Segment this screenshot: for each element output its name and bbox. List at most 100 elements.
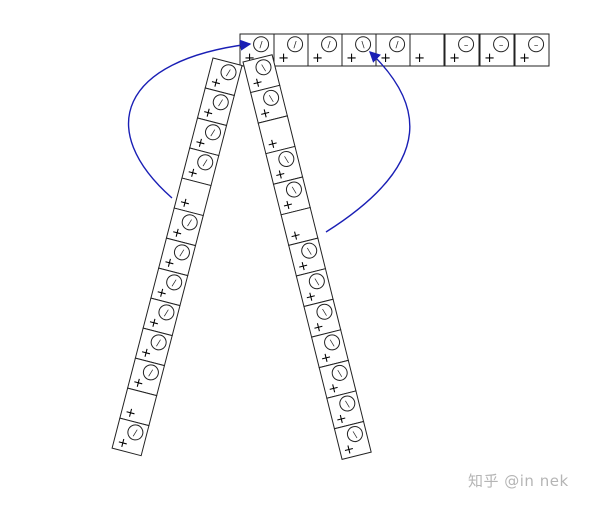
plus-sign: + xyxy=(258,105,272,122)
right_strip-cell: \+ xyxy=(318,359,357,399)
cell-marker: \ xyxy=(315,277,321,288)
cell-marker: \ xyxy=(353,430,359,441)
left_strip-cell: /+ xyxy=(158,237,197,277)
plus-sign: + xyxy=(131,375,145,392)
plus-sign: + xyxy=(251,75,265,92)
cell-circle-icon xyxy=(142,364,159,381)
plus-sign: + xyxy=(244,51,255,66)
cell-marker: / xyxy=(218,99,224,110)
cell-marker: / xyxy=(187,219,193,230)
plus-sign: + xyxy=(327,380,341,397)
top-cell-row: /+/+/+\+/++–+–+–+ xyxy=(239,33,550,67)
plus-sign: + xyxy=(449,51,460,66)
cell-marker: / xyxy=(396,41,400,51)
cell-circle-icon xyxy=(278,150,295,167)
plus-sign: + xyxy=(185,165,199,182)
plus-sign: + xyxy=(484,51,495,66)
cell-circle-icon xyxy=(346,426,363,443)
cell-circle-icon xyxy=(158,304,175,321)
cell-circle-icon xyxy=(301,242,318,259)
plus-sign: + xyxy=(273,166,287,183)
cell-marker: \ xyxy=(269,94,275,105)
right_strip-cell: \+ xyxy=(333,420,372,460)
plus-sign: + xyxy=(334,411,348,428)
left_strip-cell: /+ xyxy=(165,207,204,247)
cell-marker: \ xyxy=(307,247,313,258)
top-row-cell: –+ xyxy=(444,33,480,67)
left_strip-cell: /+ xyxy=(142,297,181,337)
top-row-cell: + xyxy=(409,33,445,67)
cell-circle-icon xyxy=(339,395,356,412)
top-row-cell: –+ xyxy=(479,33,515,67)
left-tilted-strip: /+/+/+/++/+/+/+/+/+/++/+ xyxy=(111,57,243,457)
cell-circle-icon xyxy=(205,124,222,141)
cell-circle-icon xyxy=(308,273,325,290)
cell-marker: / xyxy=(210,129,216,140)
plus-sign: + xyxy=(346,51,357,66)
plus-sign: + xyxy=(162,255,176,272)
left_strip-cell: /+ xyxy=(134,327,173,367)
left_strip-cell: /+ xyxy=(127,357,166,397)
plus-sign: + xyxy=(193,135,207,152)
cell-circle-icon xyxy=(287,36,304,53)
cell-circle-icon xyxy=(212,94,229,111)
left_strip-cell: /+ xyxy=(111,417,150,457)
plus-sign: + xyxy=(342,441,356,458)
cell-marker: – xyxy=(499,41,504,51)
right_strip-cell: \+ xyxy=(288,237,327,277)
plus-sign: + xyxy=(147,315,161,332)
cell-marker: / xyxy=(202,159,208,170)
cell-circle-icon xyxy=(253,36,270,53)
plus-sign: + xyxy=(311,319,325,336)
left_strip-cell: + xyxy=(119,387,158,427)
cell-circle-icon xyxy=(127,424,144,441)
right_strip-cell: \+ xyxy=(310,329,349,369)
plus-sign: + xyxy=(116,435,130,452)
plus-sign: + xyxy=(319,350,333,367)
plus-sign: + xyxy=(289,228,303,245)
cell-circle-icon xyxy=(166,274,183,291)
cell-circle-icon xyxy=(331,364,348,381)
cell-circle-icon xyxy=(355,36,372,53)
cell-marker: \ xyxy=(330,338,336,349)
cell-marker: / xyxy=(148,369,154,380)
plus-sign: + xyxy=(209,75,223,92)
left_strip-cell: + xyxy=(173,177,212,217)
cell-circle-icon xyxy=(321,36,338,53)
cell-circle-icon xyxy=(528,36,545,53)
cell-marker: / xyxy=(132,429,138,440)
top-row-cell: /+ xyxy=(307,33,343,67)
cell-circle-icon xyxy=(181,214,198,231)
top-row-cell: \+ xyxy=(341,33,377,67)
cell-circle-icon xyxy=(197,154,214,171)
right_strip-cell: \+ xyxy=(272,176,311,216)
cell-circle-icon xyxy=(493,36,510,53)
cell-marker: – xyxy=(464,41,469,51)
plus-sign: + xyxy=(266,136,280,153)
plus-sign: + xyxy=(296,258,310,275)
plus-sign: + xyxy=(154,285,168,302)
left_strip-cell: /+ xyxy=(150,267,189,307)
cell-marker: / xyxy=(163,309,169,320)
right_strip-cell: \+ xyxy=(242,54,281,94)
cell-circle-icon xyxy=(458,36,475,53)
plus-sign: + xyxy=(281,197,295,214)
cell-circle-icon xyxy=(316,303,333,320)
plus-sign: + xyxy=(170,225,184,242)
cell-marker: \ xyxy=(345,399,351,410)
cell-marker: \ xyxy=(292,186,298,197)
right-tilted-strip: \+\++\+\++\+\+\+\+\+\+\+ xyxy=(242,54,372,460)
right_strip-cell: + xyxy=(257,115,296,155)
cell-circle-icon xyxy=(255,59,272,76)
plus-sign: + xyxy=(178,195,192,212)
cell-marker: \ xyxy=(284,155,290,166)
cell-circle-icon xyxy=(263,89,280,106)
cell-circle-icon xyxy=(389,36,406,53)
cell-circle-icon xyxy=(220,64,237,81)
right-curved-arrow xyxy=(325,51,411,233)
cell-circle-icon xyxy=(324,334,341,351)
plus-sign: + xyxy=(139,345,153,362)
plus-sign: + xyxy=(380,51,391,66)
cell-box xyxy=(409,33,445,67)
